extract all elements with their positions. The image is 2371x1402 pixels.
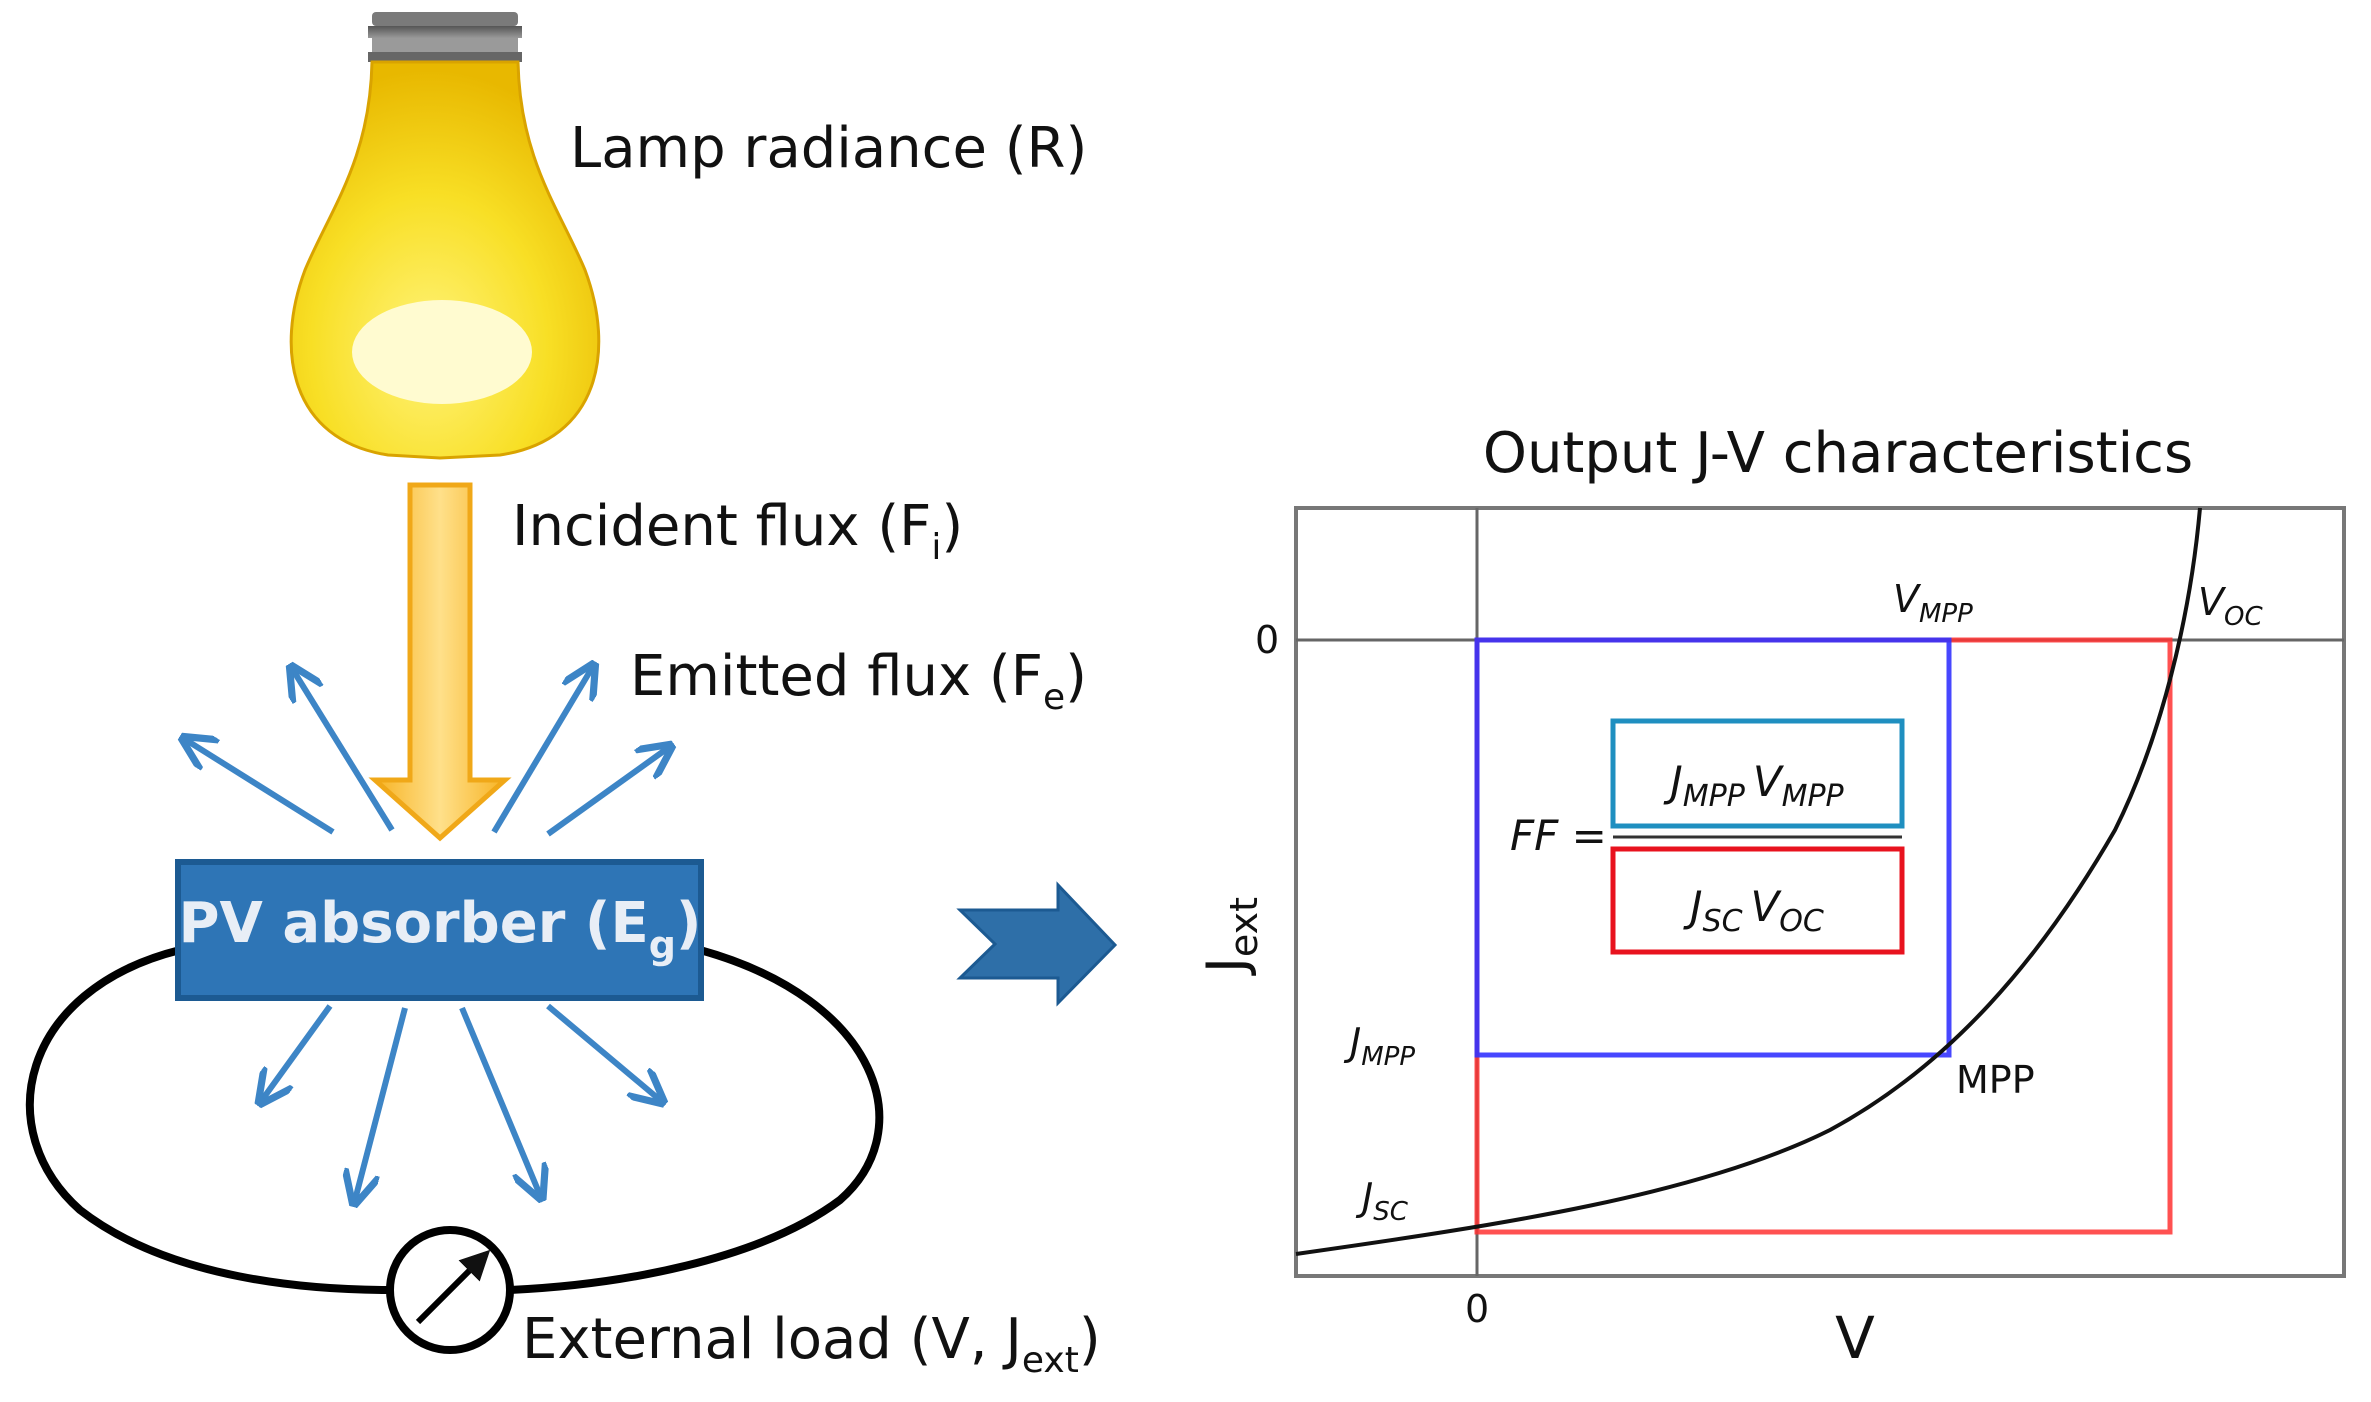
lamp-cap: [368, 12, 522, 62]
pv-absorber: PV absorber (Eg): [175, 859, 704, 1001]
mpp-rectangle: [1474, 637, 1952, 1058]
load-meter: [386, 1226, 514, 1354]
incident-flux-label: Incident flux (Fi): [512, 494, 963, 568]
jv-plot: [1294, 506, 2346, 1278]
mpp-label: MPP: [1956, 1058, 2035, 1102]
jv-curve: [1295, 507, 2202, 1256]
transition-arrow: [956, 881, 1118, 1007]
incident-flux-arrow: [368, 482, 512, 842]
ff-denominator-box: [1610, 846, 1905, 955]
lamp-highlight: [352, 300, 532, 404]
pv-absorber-label: PV absorber (Eg): [179, 891, 702, 967]
ff-numerator-box: [1610, 718, 1905, 829]
emitted-flux-label: Emitted flux (Fe): [630, 644, 1087, 718]
vmpp-label: VMPP: [1893, 577, 1973, 629]
external-circuit: [25, 946, 884, 1294]
lamp: [289, 12, 601, 460]
ff-label: FF =: [1510, 811, 1607, 860]
emitted-flux-arrows-lower: [262, 1003, 660, 1200]
jsc-label: JSC: [1355, 1175, 1409, 1227]
x-axis-label: V: [1835, 1304, 1875, 1372]
plot-title: Output J-V characteristics: [1483, 421, 2193, 486]
voc-label: VOC: [2198, 580, 2263, 632]
zero-x-tick: 0: [1465, 1287, 1489, 1331]
emitted-flux-arrows-upper: [186, 668, 668, 837]
external-load-label: External load (V, Jext): [522, 1307, 1101, 1381]
lamp-radiance-label: Lamp radiance (R): [570, 116, 1087, 181]
zero-y-tick: 0: [1255, 618, 1279, 662]
y-axis-label: Jext: [1195, 897, 1266, 976]
